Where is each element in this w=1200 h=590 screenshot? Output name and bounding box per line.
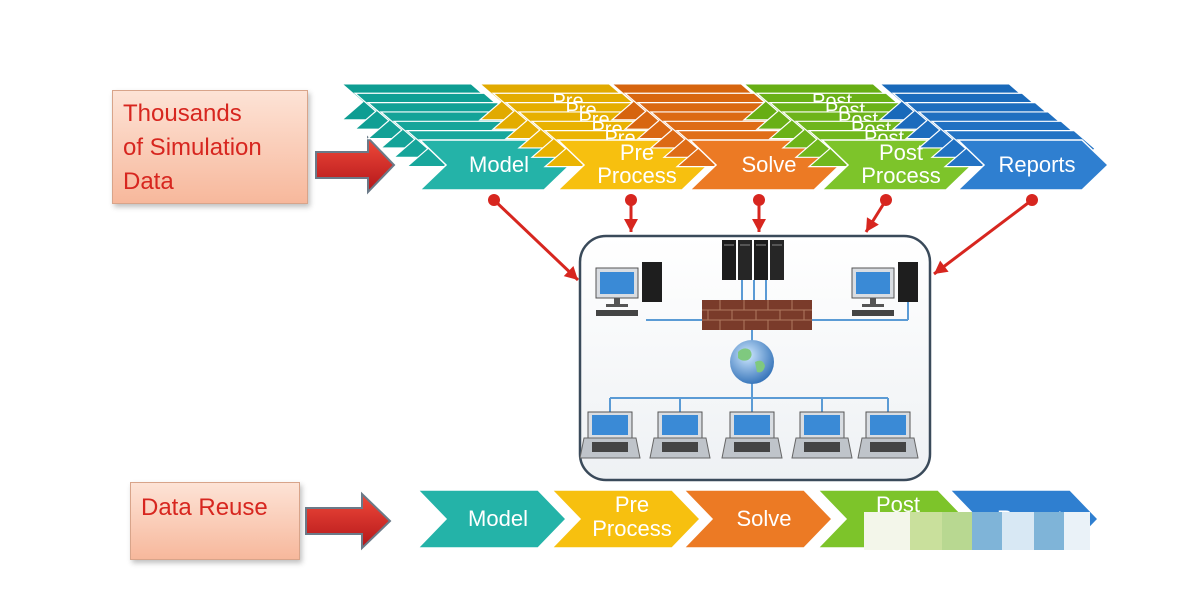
- stack-reports: Reports: [878, 83, 1110, 191]
- thousands-line-2: of Simulation: [123, 134, 262, 161]
- laptop-icon: [791, 411, 853, 459]
- chevron-label-post-1: Process: [861, 163, 940, 188]
- connector-arrow: [624, 194, 638, 232]
- thousands-label-box: Thousands of Simulation Data: [112, 90, 308, 204]
- data-reuse-label: Data Reuse: [141, 494, 268, 521]
- chevron-label-post-0: Post: [879, 140, 923, 165]
- firewall-icon: [702, 300, 812, 330]
- data-reuse-label-box: Data Reuse: [130, 482, 300, 560]
- chevron-label-model: Model: [469, 152, 529, 177]
- laptop-icon: [857, 411, 919, 459]
- server-rack-icon: [722, 240, 784, 280]
- thousands-line-3: Data: [123, 168, 174, 195]
- desktop-icon: [851, 262, 918, 316]
- laptop-icon: [721, 411, 783, 459]
- thousands-line-1: Thousands: [123, 100, 242, 127]
- globe-icon: [730, 340, 774, 384]
- bottom-chevron-model: Model: [416, 489, 568, 549]
- network-panel: [578, 234, 932, 482]
- bottom-label-solve: Solve: [736, 506, 791, 531]
- input-arrow-top: [315, 135, 396, 195]
- chevron-label-pre-1: Process: [597, 163, 676, 188]
- laptop-group: [579, 411, 919, 459]
- connector-arrow: [488, 194, 580, 282]
- chevron-label-solve: Solve: [741, 152, 796, 177]
- desktop-icon: [595, 262, 662, 316]
- bottom-chevron-solve: Solve: [682, 489, 834, 549]
- laptop-icon: [579, 411, 641, 459]
- network-lines: [609, 280, 909, 412]
- chevron-label-pre-0: Pre: [620, 140, 654, 165]
- chevron-reports: Reports: [956, 139, 1110, 191]
- bottom-label-model: Model: [468, 506, 528, 531]
- chevron-model: Model: [418, 139, 572, 191]
- input-arrow-bottom: [305, 491, 392, 551]
- stack-solve: Solve: [610, 83, 842, 191]
- connector-arrow: [864, 194, 892, 233]
- bottom-label-pre-0: Pre: [615, 492, 649, 517]
- connector-arrow: [933, 194, 1038, 276]
- connector-arrow: [752, 194, 766, 232]
- connector-arrows: [488, 194, 1038, 282]
- chevron-label-reports: Reports: [998, 152, 1075, 177]
- laptop-icon: [649, 411, 711, 459]
- blurred-watermark: [864, 512, 1090, 550]
- bottom-label-pre-1: Process: [592, 516, 671, 541]
